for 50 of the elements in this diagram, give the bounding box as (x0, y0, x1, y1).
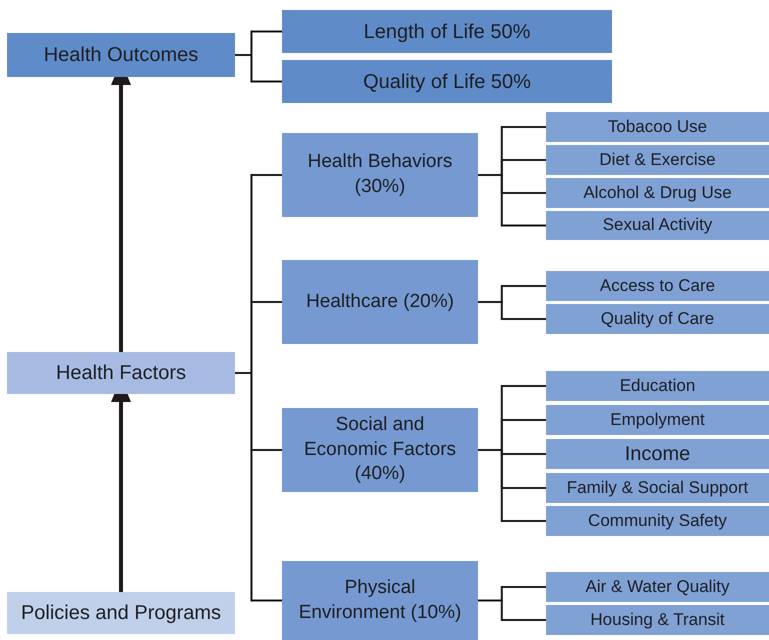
factor-box (7, 352, 235, 394)
category-box (282, 133, 478, 217)
box-label: Diet & Exercise (599, 148, 716, 171)
subcategory-box (546, 439, 769, 469)
connector-line (235, 54, 282, 82)
outcome-box (7, 33, 235, 77)
box-label: Education (620, 374, 696, 397)
subcategory-box (546, 405, 769, 435)
box-label: Social and Economic Factors (40%) (302, 412, 458, 486)
subcategory-box (546, 145, 769, 175)
subcategory-box (546, 304, 769, 334)
connector-line (235, 372, 282, 602)
category-box (282, 561, 478, 640)
box-label: Health Outcomes (44, 43, 198, 68)
box-label: Family & Social Support (566, 476, 748, 499)
box-label: Air & Water Quality (586, 576, 730, 598)
box-label: Policies and Programs (20, 601, 222, 626)
subcategory-box (546, 178, 769, 208)
connector-line (478, 449, 546, 522)
subcategory-box (546, 211, 769, 240)
subcategory-box (546, 112, 769, 142)
category-box (282, 408, 478, 492)
category-box (282, 260, 478, 344)
subcategory-box (546, 371, 769, 401)
outcome-box (282, 10, 612, 53)
connector-line (478, 174, 546, 226)
box-label: Healthcare (20%) (306, 290, 454, 314)
connector-line (478, 600, 546, 621)
subcategory-box (546, 271, 769, 301)
subcategory-box (546, 473, 769, 503)
subcategory-box (546, 506, 769, 536)
box-label: Access to Care (600, 274, 716, 297)
box-label: Community Safety (588, 510, 727, 532)
box-label: Physical Environment (10%) (298, 576, 462, 624)
box-label: Income (624, 442, 690, 467)
box-label: Health Behaviors (30%) (306, 150, 454, 199)
box-label: Quality of Care (600, 308, 714, 330)
box-label: Empolyment (610, 408, 705, 431)
box-label: Health Factors (56, 361, 186, 386)
subcategory-box (546, 605, 769, 635)
box-label: Tobacoo Use (608, 116, 708, 138)
box-label: Length of Life 50% (364, 20, 530, 44)
policy-box (7, 592, 235, 634)
box-label: Quality of Life 50% (363, 70, 531, 94)
box-label: Alcohol & Drug Use (583, 182, 732, 204)
subcategory-box (546, 572, 769, 602)
connector-line (478, 301, 546, 320)
outcome-box (282, 60, 612, 103)
box-label: Housing & Transit (590, 608, 725, 631)
box-label: Sexual Activity (602, 214, 712, 236)
